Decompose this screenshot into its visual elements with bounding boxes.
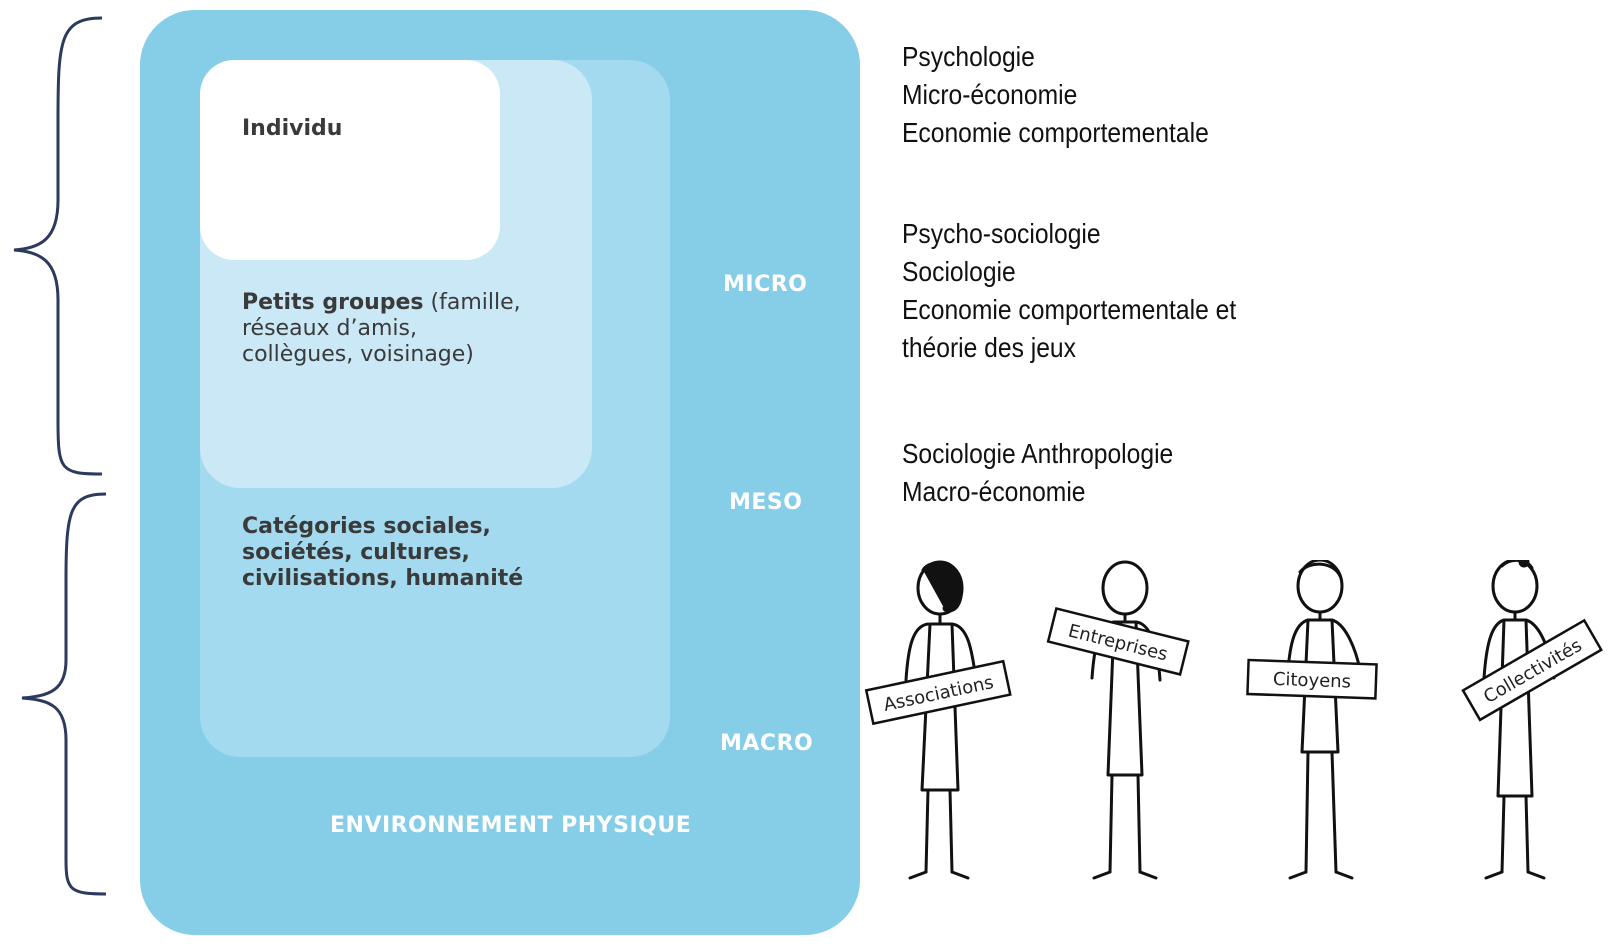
stakeholder-figures: Associations Entreprises Citoyens Collec…: [864, 560, 1603, 880]
discipline-item: Economie comportementale: [902, 117, 1209, 148]
braces: [13, 16, 107, 896]
individual-box: [200, 60, 500, 260]
petits-groupes-line3: collègues, voisinage): [242, 342, 474, 367]
figure-entreprises: [1090, 560, 1162, 880]
micro-label: MICRO: [723, 272, 808, 297]
figure-collectivites: [1482, 560, 1556, 880]
discipline-item: Micro-économie: [902, 79, 1078, 110]
categories-label: Catégories sociales, sociétés, cultures,…: [242, 514, 523, 592]
figure-associations: [904, 560, 978, 880]
discipline-item: Economie comportementale et: [902, 294, 1237, 325]
macro-label: MACRO: [720, 731, 814, 756]
categories-line2: sociétés, cultures,: [242, 540, 470, 565]
disciplines-group-3: Sociologie Anthropologie Macro-économie: [902, 435, 1173, 511]
disciplines-group-1: Psychologie Micro-économie Economie comp…: [902, 38, 1209, 152]
disciplines-group-2: Psycho-sociologie Sociologie Economie co…: [902, 215, 1236, 367]
discipline-item: Sociologie: [902, 256, 1016, 287]
discipline-item: Macro-économie: [902, 476, 1086, 507]
petits-groupes-label: Petits groupes (famille, réseaux d’amis,…: [242, 290, 521, 368]
upper-brace: [13, 16, 103, 476]
categories-line1: Catégories sociales,: [242, 514, 491, 539]
sign-associations: Associations: [864, 659, 1012, 726]
individu-label: Individu: [242, 116, 343, 141]
sign-citoyens-text: Citoyens: [1273, 669, 1352, 693]
meso-label: MESO: [729, 490, 803, 515]
discipline-item: théorie des jeux: [902, 332, 1076, 363]
discipline-item: Psychologie: [902, 41, 1035, 72]
petits-groupes-title: Petits groupes: [242, 290, 424, 315]
petits-groupes-line2: réseaux d’amis,: [242, 316, 417, 341]
discipline-item: Psycho-sociologie: [902, 218, 1101, 249]
sign-citoyens: Citoyens: [1246, 658, 1378, 700]
categories-line3: civilisations, humanité: [242, 566, 524, 591]
figure-citoyens: [1286, 560, 1362, 880]
environnement-label: ENVIRONNEMENT PHYSIQUE: [330, 813, 692, 838]
petits-groupes-detail: (famille,: [423, 290, 521, 315]
lower-brace: [21, 492, 107, 896]
discipline-item: Sociologie Anthropologie: [902, 438, 1174, 469]
sign-entreprises: Entreprises: [1046, 607, 1190, 676]
